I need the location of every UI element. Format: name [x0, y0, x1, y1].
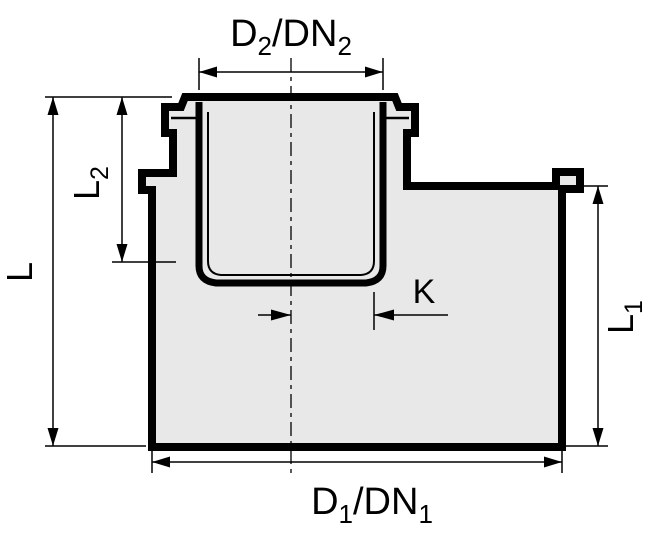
label-part: D — [230, 13, 257, 55]
label-part: D — [311, 481, 338, 523]
label-part-subscript: 1 — [339, 499, 353, 529]
label-part: L — [0, 262, 40, 282]
label-l1: L1 — [600, 300, 648, 334]
label-l2: L2 — [66, 166, 114, 200]
label-part-subscript: 1 — [418, 499, 432, 529]
label-part: K — [413, 273, 436, 311]
k-arrowhead-right — [374, 309, 394, 321]
label-part-subscript: 2 — [258, 31, 272, 61]
label-part: /DN — [272, 13, 337, 55]
k-arrowhead-left — [271, 309, 291, 321]
fitting-outline-group — [138, 93, 584, 451]
label-part: L — [600, 314, 641, 334]
label-d1-dn1: D1/DN1 — [311, 481, 433, 529]
label-part-subscript: 2 — [86, 166, 114, 180]
label-part: L — [66, 180, 107, 200]
label-part-subscript: 1 — [620, 300, 648, 314]
label-part-subscript: 2 — [337, 31, 351, 61]
label-k: K — [413, 273, 436, 311]
label-part: /DN — [353, 481, 418, 523]
label-l: L — [0, 262, 40, 282]
label-d2-dn2: D2/DN2 — [230, 13, 352, 61]
